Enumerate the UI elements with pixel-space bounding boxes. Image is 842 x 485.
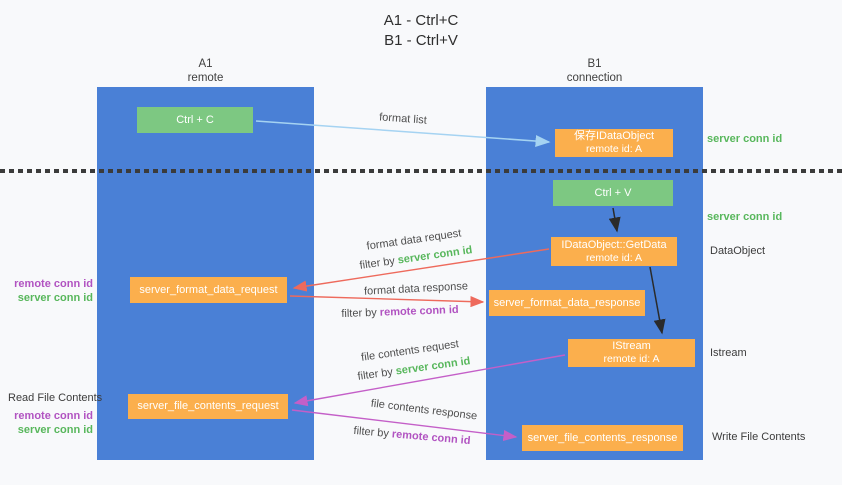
filter-by-text: filter by: [353, 424, 390, 440]
side-label-server-conn-id-4: server conn id: [17, 424, 93, 436]
label-format-data-response: format data response: [363, 280, 469, 298]
side-label-server-conn-id-3: server conn id: [17, 292, 93, 304]
side-label-remote-conn-id-2: remote conn id: [14, 410, 93, 422]
label-format-list: format list: [378, 111, 428, 127]
lifeline-a1-header: A1 remote: [97, 57, 314, 85]
side-label-dataobject: DataObject: [710, 245, 766, 257]
box-istream: IStream remote id: A: [568, 339, 695, 367]
box-server-file-contents-request: server_file_contents_request: [128, 394, 288, 419]
lifeline-b1-header: B1 connection: [486, 57, 703, 85]
box-ctrl-c: Ctrl + C: [137, 107, 253, 133]
box-server-format-data-response-label: server_format_data_response: [493, 296, 641, 309]
box-server-format-data-request-label: server_format_data_request: [139, 283, 278, 296]
side-label-write-file-contents: Write File Contents: [712, 431, 806, 443]
box-istream-line1: IStream: [612, 340, 651, 352]
filter-by-text: filter by: [358, 255, 396, 272]
box-idataobject-getdata-line1: IDataObject::GetData: [561, 238, 667, 251]
box-server-file-contents-response: server_file_contents_response: [522, 425, 683, 451]
lifeline-a1-subtitle: remote: [187, 72, 224, 84]
box-istream-line2: remote id: A: [603, 353, 660, 365]
server-conn-id-text: server conn id: [394, 355, 472, 378]
box-server-file-contents-response-label: server_file_contents_response: [527, 431, 678, 444]
box-save-idataobject-line1: 保存IDataObject: [573, 130, 655, 142]
title-line-1: A1 - Ctrl+C: [383, 12, 459, 29]
side-label-remote-conn-id-1: remote conn id: [14, 278, 93, 290]
box-idataobject-getdata: IDataObject::GetData remote id: A: [551, 237, 677, 266]
box-ctrl-v-label: Ctrl + V: [594, 186, 632, 199]
remote-conn-id-text: remote conn id: [379, 303, 459, 319]
remote-conn-id-text: remote conn id: [391, 428, 471, 448]
box-server-file-contents-request-label: server_file_contents_request: [137, 400, 279, 412]
side-label-server-conn-id-1: server conn id: [707, 133, 783, 145]
box-server-format-data-request: server_format_data_request: [130, 277, 287, 303]
side-label-conn-id-pair-1: remote conn id server conn id: [5, 277, 93, 305]
label-file-contents-response: file contents response: [370, 397, 478, 423]
arrow-format-data-response: [289, 295, 485, 308]
title-line-2: B1 - Ctrl+V: [384, 32, 458, 49]
server-conn-id-text: server conn id: [396, 244, 474, 267]
box-ctrl-v: Ctrl + V: [553, 180, 673, 206]
side-label-conn-id-pair-2: remote conn id server conn id: [5, 409, 93, 437]
phase-separator-dotted-line: [0, 169, 842, 173]
lifeline-b1-subtitle: connection: [566, 72, 623, 84]
filter-by-text: filter by: [356, 366, 394, 383]
side-label-istream: Istream: [710, 347, 747, 359]
lifeline-a1-name: A1: [198, 58, 213, 70]
box-save-idataobject: 保存IDataObject remote id: A: [555, 129, 673, 157]
box-idataobject-getdata-line2: remote id: A: [585, 251, 643, 264]
filter-by-text: filter by: [341, 306, 378, 321]
box-ctrl-c-label: Ctrl + C: [176, 113, 214, 126]
diagram-title: A1 - Ctrl+C B1 - Ctrl+V: [0, 11, 842, 51]
side-label-read-file-contents: Read File Contents: [8, 392, 103, 404]
box-save-idataobject-line2: remote id: A: [585, 143, 643, 155]
box-server-format-data-response: server_format_data_response: [489, 290, 645, 316]
side-label-server-conn-id-2: server conn id: [707, 211, 783, 223]
lifeline-b1-name: B1: [587, 58, 602, 70]
